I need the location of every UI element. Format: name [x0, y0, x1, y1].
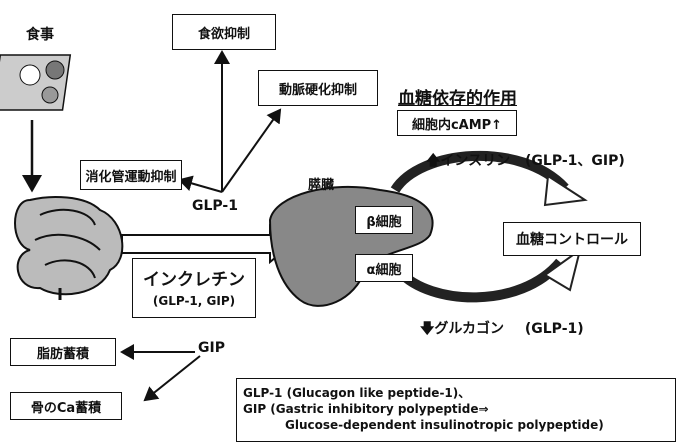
- alpha-cell-box: α細胞: [355, 254, 413, 282]
- glucagon-label: グルカゴン: [434, 321, 504, 337]
- insulin-tag: (GLP-1、GIP): [525, 153, 625, 169]
- gip-label: GIP: [198, 340, 225, 356]
- incretin-subtitle: (GLP-1, GIP): [152, 294, 236, 308]
- glucagon-cycle-head: [543, 247, 582, 292]
- gut-motility-box: 消化管運動抑制: [80, 160, 182, 190]
- gip-to-bone-arrow: [143, 355, 201, 402]
- glucose-control-box: 血糖コントロール: [503, 222, 641, 256]
- arteriosclerosis-box: 動脈硬化抑制: [258, 70, 378, 106]
- appetite-box: 食欲抑制: [172, 14, 276, 50]
- glp1-to-gut-arrow: [178, 175, 223, 193]
- glucose-dependent-title: 血糖依存的作用: [398, 89, 517, 109]
- pancreas-label: 膵臓: [308, 178, 335, 193]
- insulin-cycle-head: [543, 174, 588, 207]
- glucagon-tag: (GLP-1): [524, 321, 584, 337]
- insulin-cycle-arrow: [390, 150, 569, 193]
- glucagon-cycle-arrow: [396, 258, 564, 303]
- legend-line1: GLP-1 (Glucagon like peptide-1)、: [243, 386, 471, 400]
- intestine-illustration: [14, 196, 124, 300]
- up-arrow-icon: 🡅: [426, 153, 441, 169]
- pancreas-illustration: [268, 185, 434, 307]
- fat-box: 脂肪蓄積: [10, 338, 116, 366]
- meal-label: 食事: [26, 27, 54, 43]
- legend-box: GLP-1 (Glucagon like peptide-1)、 GIP (Ga…: [236, 378, 676, 442]
- glp1-label: GLP-1: [192, 198, 238, 214]
- legend-line2: GIP (Gastric inhibitory polypeptide⇒: [243, 402, 489, 416]
- incretin-box: インクレチン (GLP-1, GIP): [132, 258, 256, 318]
- camp-box: 細胞内cAMP↑: [397, 110, 517, 136]
- legend-line3: Glucose-dependent insulinotropic polypep…: [285, 418, 604, 432]
- incretin-title: インクレチン: [143, 270, 245, 290]
- down-arrow-icon: 🡇: [420, 321, 435, 337]
- bone-box: 骨のCa蓄積: [10, 392, 122, 420]
- incretin-arrow: [121, 223, 294, 265]
- meal-illustration: [0, 54, 72, 111]
- glucagon-row: 🡇グルカゴン (GLP-1): [420, 318, 584, 342]
- insulin-label: インスリン: [440, 153, 511, 169]
- insulin-row: 🡅インスリン (GLP-1、GIP): [426, 150, 625, 174]
- glp1-to-arterio-arrow: [221, 108, 282, 193]
- beta-cell-box: β細胞: [355, 206, 413, 234]
